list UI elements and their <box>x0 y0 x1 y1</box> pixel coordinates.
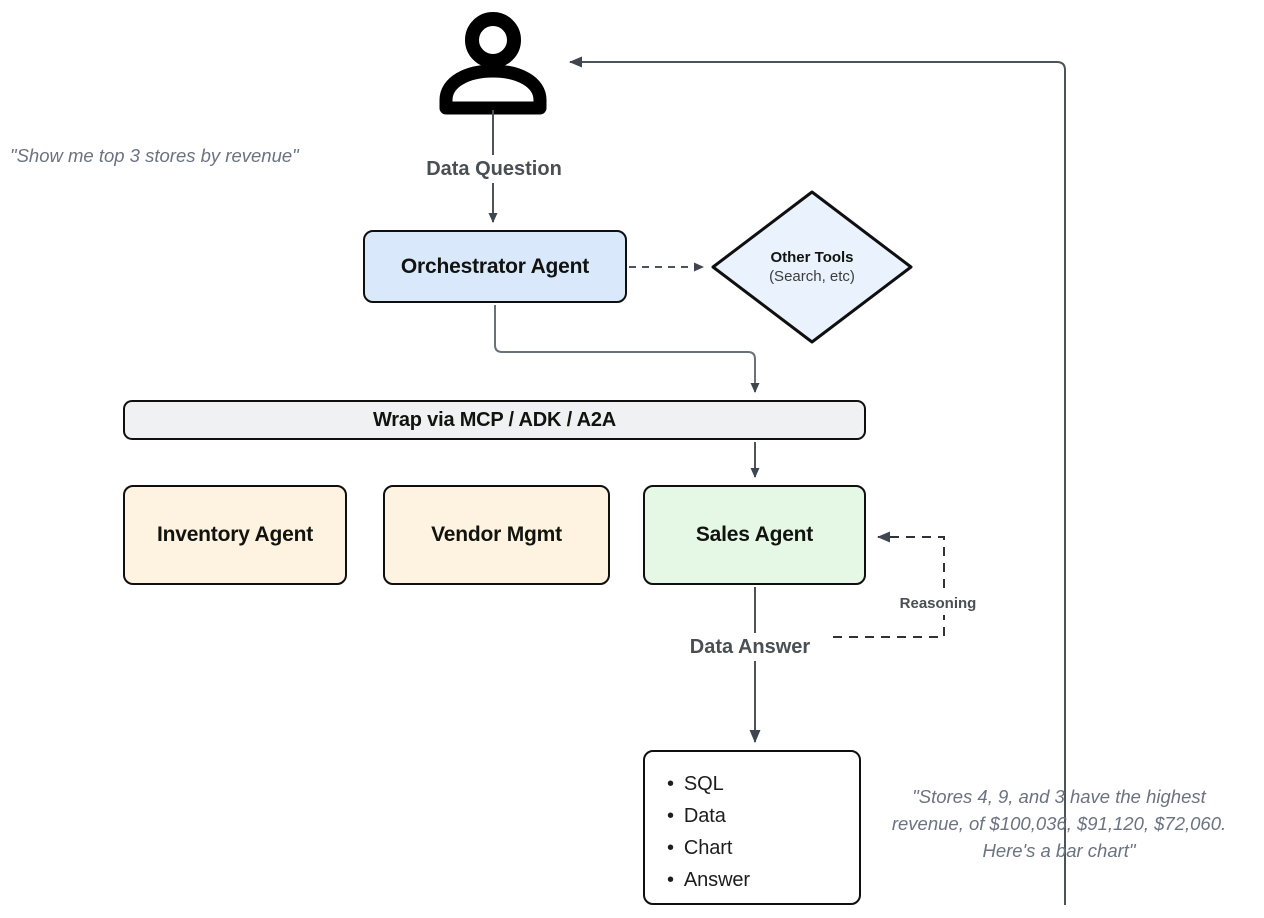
node-output-box[interactable]: SQLDataChartAnswer <box>643 750 861 905</box>
output-bullet-item: Answer <box>667 864 859 896</box>
node-sales-agent[interactable]: Sales Agent <box>643 485 866 585</box>
result-quote-line-2: revenue, of $100,036, $91,120, $72,060. <box>891 813 1227 834</box>
vendor-mgmt-label: Vendor Mgmt <box>431 523 562 546</box>
node-vendor-mgmt[interactable]: Vendor Mgmt <box>383 485 610 585</box>
other-tools-subtitle: (Search, etc) <box>769 268 855 285</box>
node-other-tools[interactable]: Other Tools (Search, etc) <box>712 240 912 296</box>
node-inventory-agent[interactable]: Inventory Agent <box>123 485 347 585</box>
edge-label-data-answer: Data Answer <box>672 633 828 661</box>
edge-label-data-question: Data Question <box>406 155 582 183</box>
sales-agent-label: Sales Agent <box>695 523 814 546</box>
other-tools-title: Other Tools <box>770 249 854 267</box>
edge-label-reasoning: Reasoning <box>884 591 992 615</box>
result-quote-line-3: Here's a bar chart" <box>982 840 1136 861</box>
edge-orchestrator-to-mcp <box>494 305 760 393</box>
output-bullet-item: Chart <box>667 832 859 864</box>
orchestrator-agent-label: Orchestrator Agent <box>400 254 590 278</box>
mcp-wrapper-label: Wrap via MCP / ADK / A2A <box>372 408 617 431</box>
user-question-quote: "Show me top 3 stores by revenue" <box>10 145 299 166</box>
output-bullet-item: SQL <box>667 768 859 800</box>
node-orchestrator-agent[interactable]: Orchestrator Agent <box>363 230 627 303</box>
output-bullet-item: Data <box>667 800 859 832</box>
result-quote-line-1: "Stores 4, 9, and 3 have the highest <box>912 786 1206 807</box>
result-answer-quote: "Stores 4, 9, and 3 have the highest rev… <box>866 783 1252 864</box>
person-icon <box>439 12 547 115</box>
node-mcp-wrapper-bar[interactable]: Wrap via MCP / ADK / A2A <box>123 400 866 440</box>
inventory-agent-label: Inventory Agent <box>156 523 314 546</box>
